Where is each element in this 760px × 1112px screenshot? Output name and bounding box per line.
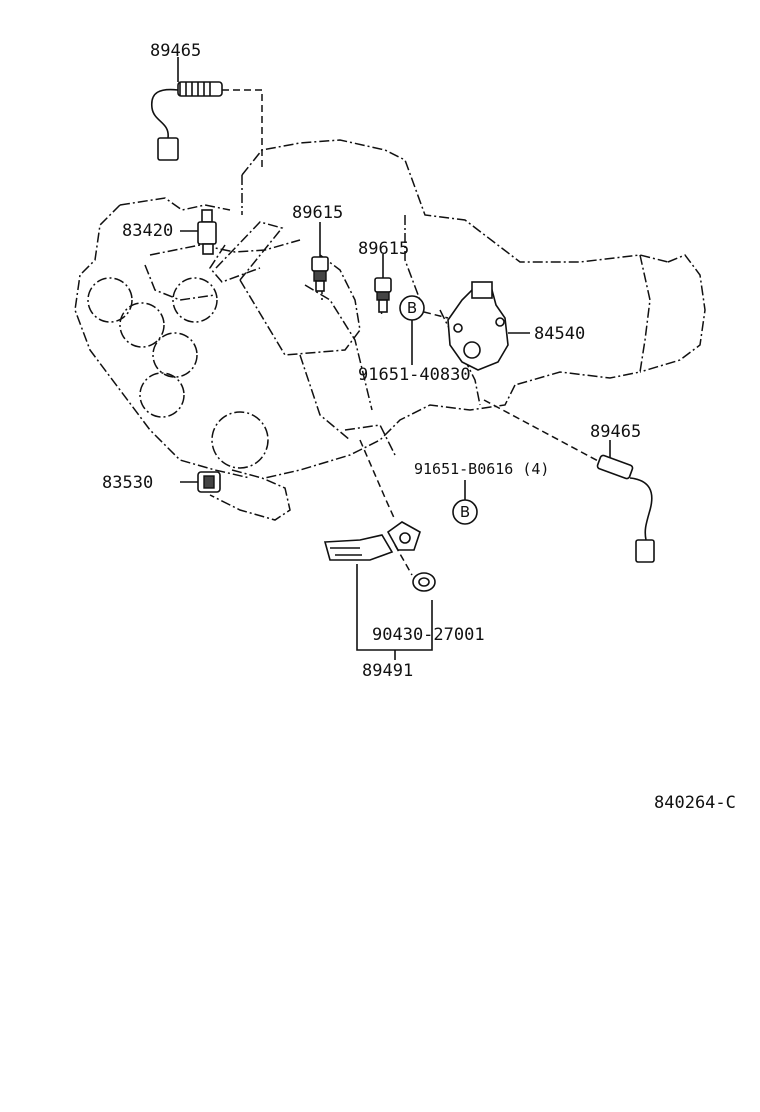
callout-b-lower: B (452, 499, 478, 525)
oil-pressure-switch (197, 209, 217, 255)
label-89615-a: 89615 (292, 203, 343, 223)
label-leaders (177, 57, 611, 660)
label-91651-b0616: 91651-B0616 (4) (414, 460, 549, 478)
label-89491: 89491 (362, 661, 413, 681)
callout-b-lower-text: B (460, 503, 470, 521)
oxygen-sensor-top (151, 81, 223, 161)
callout-b-upper-text: B (407, 299, 417, 317)
part-labels: 89465 83420 89615 89615 84540 91651-4083… (102, 41, 736, 813)
speed-sensor (197, 471, 221, 493)
gasket-washer (412, 572, 436, 592)
temperature-sensor-b (374, 277, 392, 313)
label-89615-b: 89615 (358, 239, 409, 259)
sensor-assembly (323, 521, 421, 561)
label-83420: 83420 (122, 221, 173, 241)
label-89465-top: 89465 (150, 41, 201, 61)
label-89465-right: 89465 (590, 422, 641, 442)
drawing-id: 840264-C (654, 793, 736, 813)
label-83530: 83530 (102, 473, 153, 493)
neutral-start-switch (447, 281, 509, 371)
label-84540: 84540 (534, 324, 585, 344)
callout-b-upper: B (399, 295, 425, 321)
oxygen-sensor-right (596, 454, 655, 563)
label-91651-40830: 91651-40830 (358, 365, 471, 385)
label-90430-27001: 90430-27001 (372, 625, 485, 645)
temperature-sensor-a (311, 256, 329, 292)
